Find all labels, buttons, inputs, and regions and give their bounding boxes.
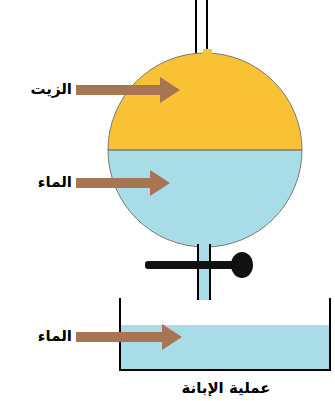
- funnel-stem: [198, 244, 210, 300]
- funnel-bulb: [108, 53, 302, 247]
- neck-wall: [195, 0, 197, 58]
- oil-layer: [100, 50, 310, 150]
- interface-line: [108, 150, 302, 151]
- water-layer: [100, 150, 310, 250]
- pointer-arrow: [76, 324, 182, 350]
- beaker-water: [121, 325, 329, 369]
- stopcock-bar: [145, 261, 237, 269]
- pointer-arrow: [76, 170, 170, 196]
- stem-wall: [197, 244, 199, 300]
- funnel-nub: [203, 49, 212, 55]
- part-label: الزيت: [30, 80, 72, 98]
- stopcock-knob: [231, 252, 253, 278]
- funnel-contents: [100, 50, 310, 250]
- stem-wall: [209, 244, 211, 300]
- pointer-arrow: [76, 77, 180, 103]
- caption: عملية الإبانة: [181, 379, 270, 397]
- part-label: الماء: [38, 173, 72, 191]
- part-label: الماء: [38, 327, 72, 345]
